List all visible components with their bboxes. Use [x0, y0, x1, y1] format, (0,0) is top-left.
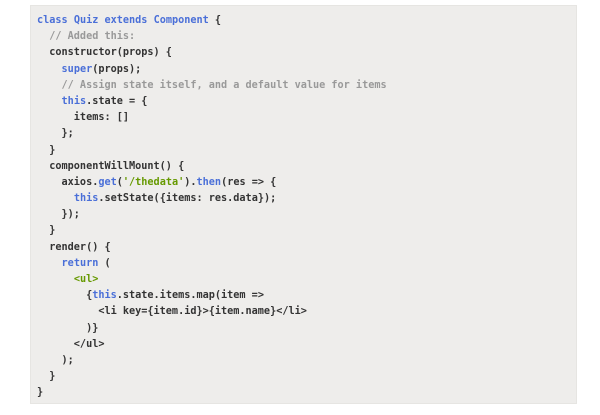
code-token: return	[61, 257, 99, 269]
code-line: }	[37, 385, 576, 401]
code-token: axios.	[37, 176, 99, 188]
code-line: {this.state.items.map(item =>	[37, 288, 576, 304]
code-line: }	[37, 369, 576, 385]
code-token: }	[37, 225, 56, 237]
code-line: // Added this:	[37, 29, 576, 45]
code-line: <li key={item.id}>{item.name}</li>	[37, 304, 576, 320]
code-line: }	[37, 223, 576, 239]
code-token: (res => {	[221, 176, 277, 188]
code-token: super	[61, 63, 93, 75]
code-token: Quiz	[73, 15, 105, 26]
code-token: items: []	[37, 112, 130, 124]
code-line: componentWillMount() {	[37, 159, 576, 175]
code-line: });	[37, 207, 576, 223]
code-token: <li key={item.id}>{item.name}</li>	[37, 306, 307, 318]
code-line: this.setState({items: res.data});	[37, 191, 576, 207]
code-line: </ul>	[37, 337, 576, 353]
code-token: </ul>	[37, 338, 105, 350]
code-token: // Assign state itself, and a default va…	[37, 79, 387, 91]
code-line: axios.get('/thedata').then(res => {	[37, 175, 576, 191]
code-token: Component	[153, 15, 215, 26]
code-line: }	[37, 143, 576, 159]
code-token: class	[37, 15, 74, 26]
code-token: (props);	[92, 63, 142, 75]
code-token: );	[37, 354, 74, 366]
code-token: then	[196, 176, 222, 188]
code-token	[37, 64, 62, 75]
code-line: );	[37, 353, 576, 369]
code-token: componentWillMount() {	[37, 160, 185, 172]
code-token	[37, 258, 62, 269]
code-line: this.state = {	[37, 94, 576, 110]
code-token: this	[92, 290, 117, 302]
code-token: }	[37, 371, 56, 383]
code-token: }	[37, 387, 44, 399]
code-token: extends	[104, 15, 154, 26]
code-token: });	[37, 209, 80, 221]
code-line: constructor(props) {	[37, 45, 576, 61]
code-line: render() {	[37, 240, 576, 256]
code-token: .setState({items: res.data});	[98, 193, 277, 205]
code-line: class Quiz extends Component {	[37, 13, 576, 29]
code-block: class Quiz extends Component { // Added …	[30, 5, 577, 404]
code-token: ).	[184, 176, 197, 188]
code-token	[37, 193, 74, 204]
code-line: items: []	[37, 110, 576, 126]
code-token: (	[116, 176, 123, 188]
code-token: '/thedata'	[122, 176, 185, 188]
code-token: (	[98, 257, 111, 269]
code-line: <ul>	[37, 272, 576, 288]
code-token: this	[61, 95, 87, 107]
code-line: };	[37, 126, 576, 142]
code-line: super(props);	[37, 62, 576, 78]
code-token: get	[98, 176, 117, 188]
code-token	[37, 96, 62, 107]
code-line: )}	[37, 321, 576, 337]
code-token	[37, 274, 74, 285]
code-token: {	[214, 15, 222, 26]
code-token: this	[73, 193, 99, 205]
code-token: {	[37, 290, 93, 302]
code-line: // Assign state itself, and a default va…	[37, 78, 576, 94]
code-token: }	[37, 144, 56, 156]
code-token: <ul>	[73, 274, 99, 285]
code-token: constructor(props) {	[37, 47, 172, 59]
code-token: render() {	[37, 241, 111, 253]
code-line: return (	[37, 256, 576, 272]
code-token: .state = {	[86, 95, 148, 107]
code-token: };	[37, 128, 74, 140]
code-token: .state.items.map(item =>	[116, 290, 264, 302]
code-token: // Added this:	[37, 31, 136, 43]
code-token: )}	[37, 322, 99, 334]
